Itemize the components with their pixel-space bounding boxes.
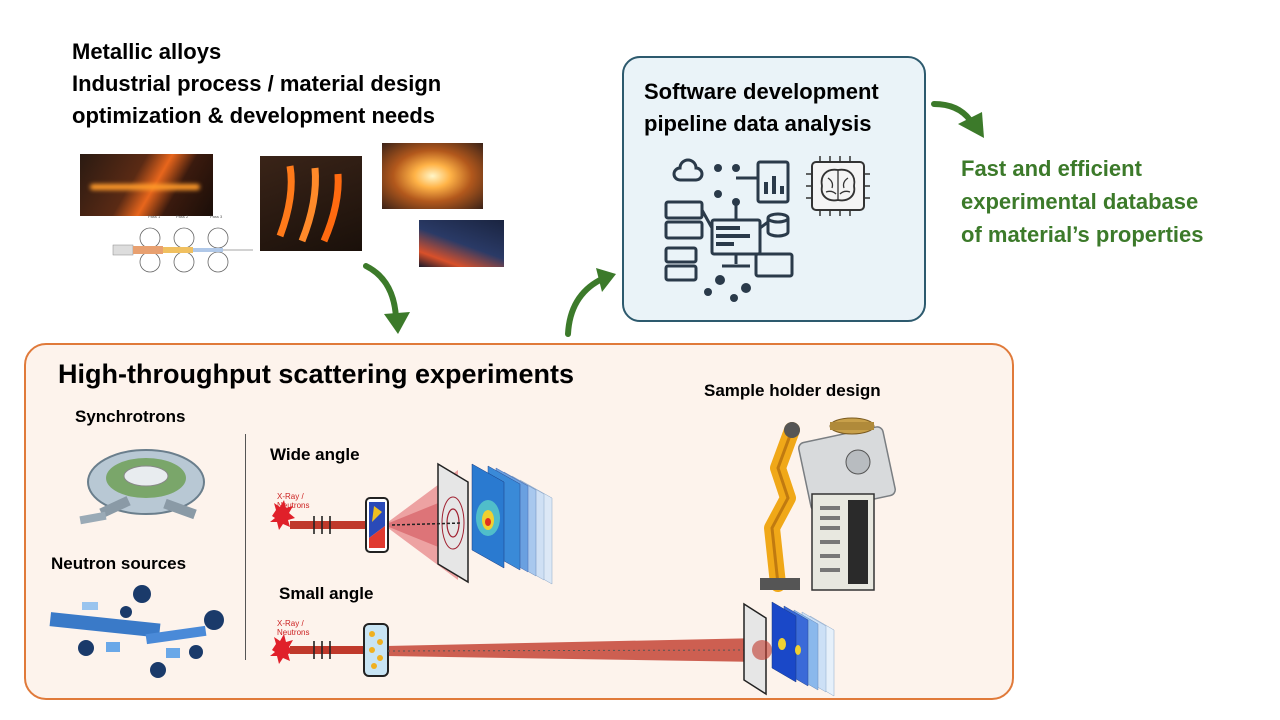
- small-source-star: [270, 634, 295, 664]
- wide-diffraction-stack: [471, 463, 553, 585]
- ai-brain-icon: [806, 156, 870, 216]
- intro-heading: Metallic alloys Industrial process / mat…: [72, 36, 441, 132]
- pipeline-icon: [664, 158, 794, 302]
- wide-source-label-line-2: Neutrons: [277, 501, 310, 510]
- small-scattering-stack: [771, 601, 835, 697]
- svg-text:Pass 3: Pass 3: [210, 214, 223, 219]
- neutron-sources-label: Neutron sources: [51, 554, 187, 573]
- rolling-schematic: Pass 1 Pass 2 Pass 3: [112, 214, 253, 273]
- hot-rods-graphic: [276, 165, 342, 243]
- forging-photo: [419, 220, 504, 267]
- result-line-1: Fast and efficient: [961, 156, 1142, 181]
- experiments-title: High-throughput scattering experiments: [58, 359, 575, 389]
- arrow-software-to-result: [931, 101, 984, 138]
- small-angle-label: Small angle: [279, 584, 374, 603]
- steel-mill-photo: [80, 154, 213, 216]
- result-text: Fast and efficient experimental database…: [961, 152, 1203, 251]
- small-sample: [363, 623, 389, 677]
- svg-text:Pass 1: Pass 1: [148, 214, 161, 219]
- small-source-label-line-1: X-Ray /: [277, 619, 304, 628]
- neutron-source-illustration: [49, 585, 224, 678]
- arrow-intro-to-experiments: [363, 263, 410, 334]
- wide-angle-setup: [270, 462, 553, 585]
- synchrotron-illustration: [79, 449, 205, 525]
- sample-holder-label: Sample holder design: [704, 381, 881, 400]
- software-box: Software development pipeline data analy…: [622, 56, 926, 322]
- wide-beam: [290, 521, 368, 529]
- wide-source-label-line-1: X-Ray /: [277, 492, 304, 501]
- intro-line-3: optimization & development needs: [72, 103, 436, 128]
- software-line-2: pipeline data analysis: [644, 111, 872, 136]
- software-line-1: Software development: [644, 79, 879, 104]
- arrow-experiments-to-software: [565, 268, 616, 337]
- furnace-photo: [382, 143, 483, 209]
- wide-source-label: X-Ray / Neutrons: [277, 492, 309, 510]
- divider: [245, 434, 246, 660]
- synchrotrons-label: Synchrotrons: [75, 407, 186, 426]
- small-source-label: X-Ray / Neutrons: [277, 619, 309, 637]
- small-angle-setup: [270, 601, 835, 697]
- wide-source-star: [270, 500, 295, 530]
- small-source-label-line-2: Neutrons: [277, 628, 310, 637]
- intro-line-2: Industrial process / material design: [72, 71, 442, 96]
- result-line-2: experimental database: [961, 189, 1199, 214]
- wide-angle-label: Wide angle: [270, 445, 360, 464]
- svg-text:Pass 2: Pass 2: [176, 214, 189, 219]
- software-title: Software development pipeline data analy…: [644, 76, 879, 140]
- intro-line-1: Metallic alloys: [72, 39, 222, 64]
- sample-holder-illustration: [760, 417, 896, 592]
- result-line-3: of material’s properties: [961, 222, 1204, 247]
- hot-rods-photo: [260, 156, 362, 251]
